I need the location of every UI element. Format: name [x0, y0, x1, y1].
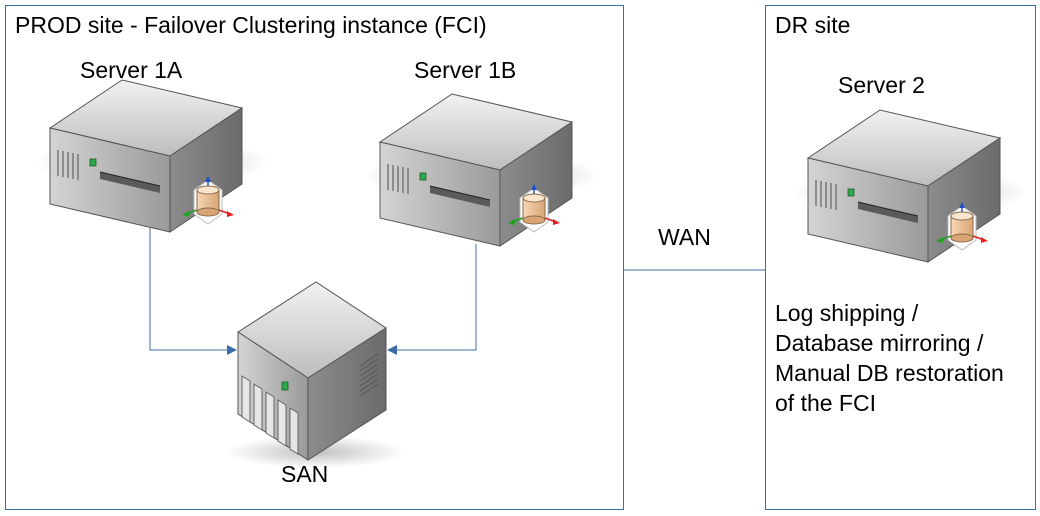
connector-server-1b-to-san: [387, 244, 477, 355]
dr-replication-notes: Log shipping / Database mirroring / Manu…: [775, 298, 1035, 418]
san-storage-icon: [225, 281, 405, 468]
server-2-icon: [791, 109, 1029, 263]
server-2-label: Server 2: [838, 72, 925, 98]
dr-site-title: DR site: [775, 12, 851, 38]
dr-note-line: Manual DB restoration: [775, 360, 1004, 386]
dr-site-container: [765, 5, 1036, 510]
dr-note-line: of the FCI: [775, 390, 876, 416]
dr-note-line: Log shipping /: [775, 300, 919, 326]
san-label: SAN: [281, 461, 329, 487]
server-1b-icon: [363, 93, 601, 247]
connector-server-1a-to-san: [149, 228, 237, 355]
prod-site-title: PROD site - Failover Clustering instance…: [15, 12, 487, 38]
server-1b-label: Server 1B: [414, 57, 517, 83]
wan-label: WAN: [658, 224, 711, 250]
server-1a-icon: [33, 79, 271, 233]
server-1a-label: Server 1A: [80, 57, 183, 83]
dr-note-line: Database mirroring /: [775, 330, 984, 356]
